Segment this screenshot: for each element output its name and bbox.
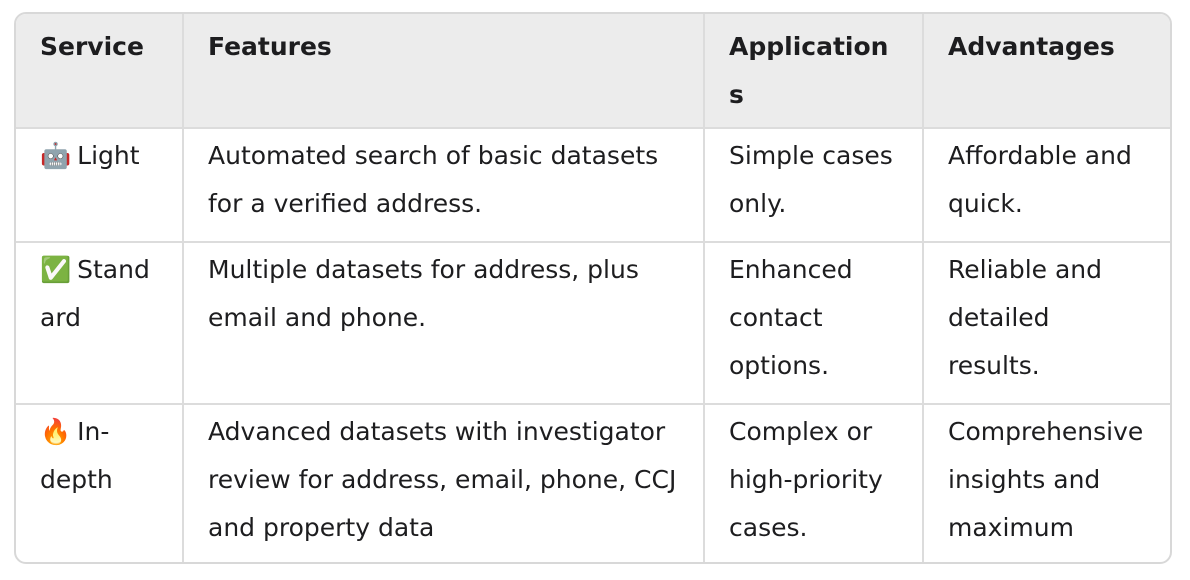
header-row: Service Features Applications Advantages	[16, 14, 1170, 129]
features-cell: Advanced datasets with investigator revi…	[183, 404, 705, 562]
fire-icon: 🔥	[40, 417, 72, 446]
service-name: Light	[77, 141, 140, 170]
header-advantages: Advantages	[923, 14, 1170, 129]
check-mark-icon: ✅	[40, 255, 72, 284]
applications-cell: Simple cases only.	[704, 128, 924, 243]
service-cell: 🤖Light	[16, 128, 184, 243]
features-cell: Multiple datasets for address, plus emai…	[183, 242, 705, 405]
service-name: Standard	[40, 255, 150, 332]
service-cell: 🔥In-depth	[16, 404, 184, 562]
table-row: 🤖Light Automated search of basic dataset…	[16, 128, 1170, 243]
table: Service Features Applications Advantages…	[16, 14, 1170, 562]
header-applications: Applications	[704, 14, 924, 129]
advantages-cell: Reliable and detailed results.	[923, 242, 1170, 405]
service-comparison-table: Service Features Applications Advantages…	[14, 12, 1172, 564]
table-header: Service Features Applications Advantages	[16, 14, 1170, 129]
table-row: 🔥In-depth Advanced datasets with investi…	[16, 404, 1170, 562]
features-cell: Automated search of basic datasets for a…	[183, 128, 705, 243]
advantages-cell: Affordable and quick.	[923, 128, 1170, 243]
advantages-cell: Comprehensive insights and maximum accur…	[948, 417, 1144, 562]
service-name: In-depth	[40, 417, 113, 494]
applications-cell: Complex or high-priority cases.	[704, 404, 924, 562]
service-cell: ✅Standard	[16, 242, 184, 405]
applications-cell: Enhanced contact options.	[704, 242, 924, 405]
robot-icon: 🤖	[40, 141, 72, 170]
header-service: Service	[16, 14, 184, 129]
header-features: Features	[183, 14, 705, 129]
table-row: ✅Standard Multiple datasets for address,…	[16, 242, 1170, 405]
table-body: 🤖Light Automated search of basic dataset…	[16, 128, 1170, 562]
